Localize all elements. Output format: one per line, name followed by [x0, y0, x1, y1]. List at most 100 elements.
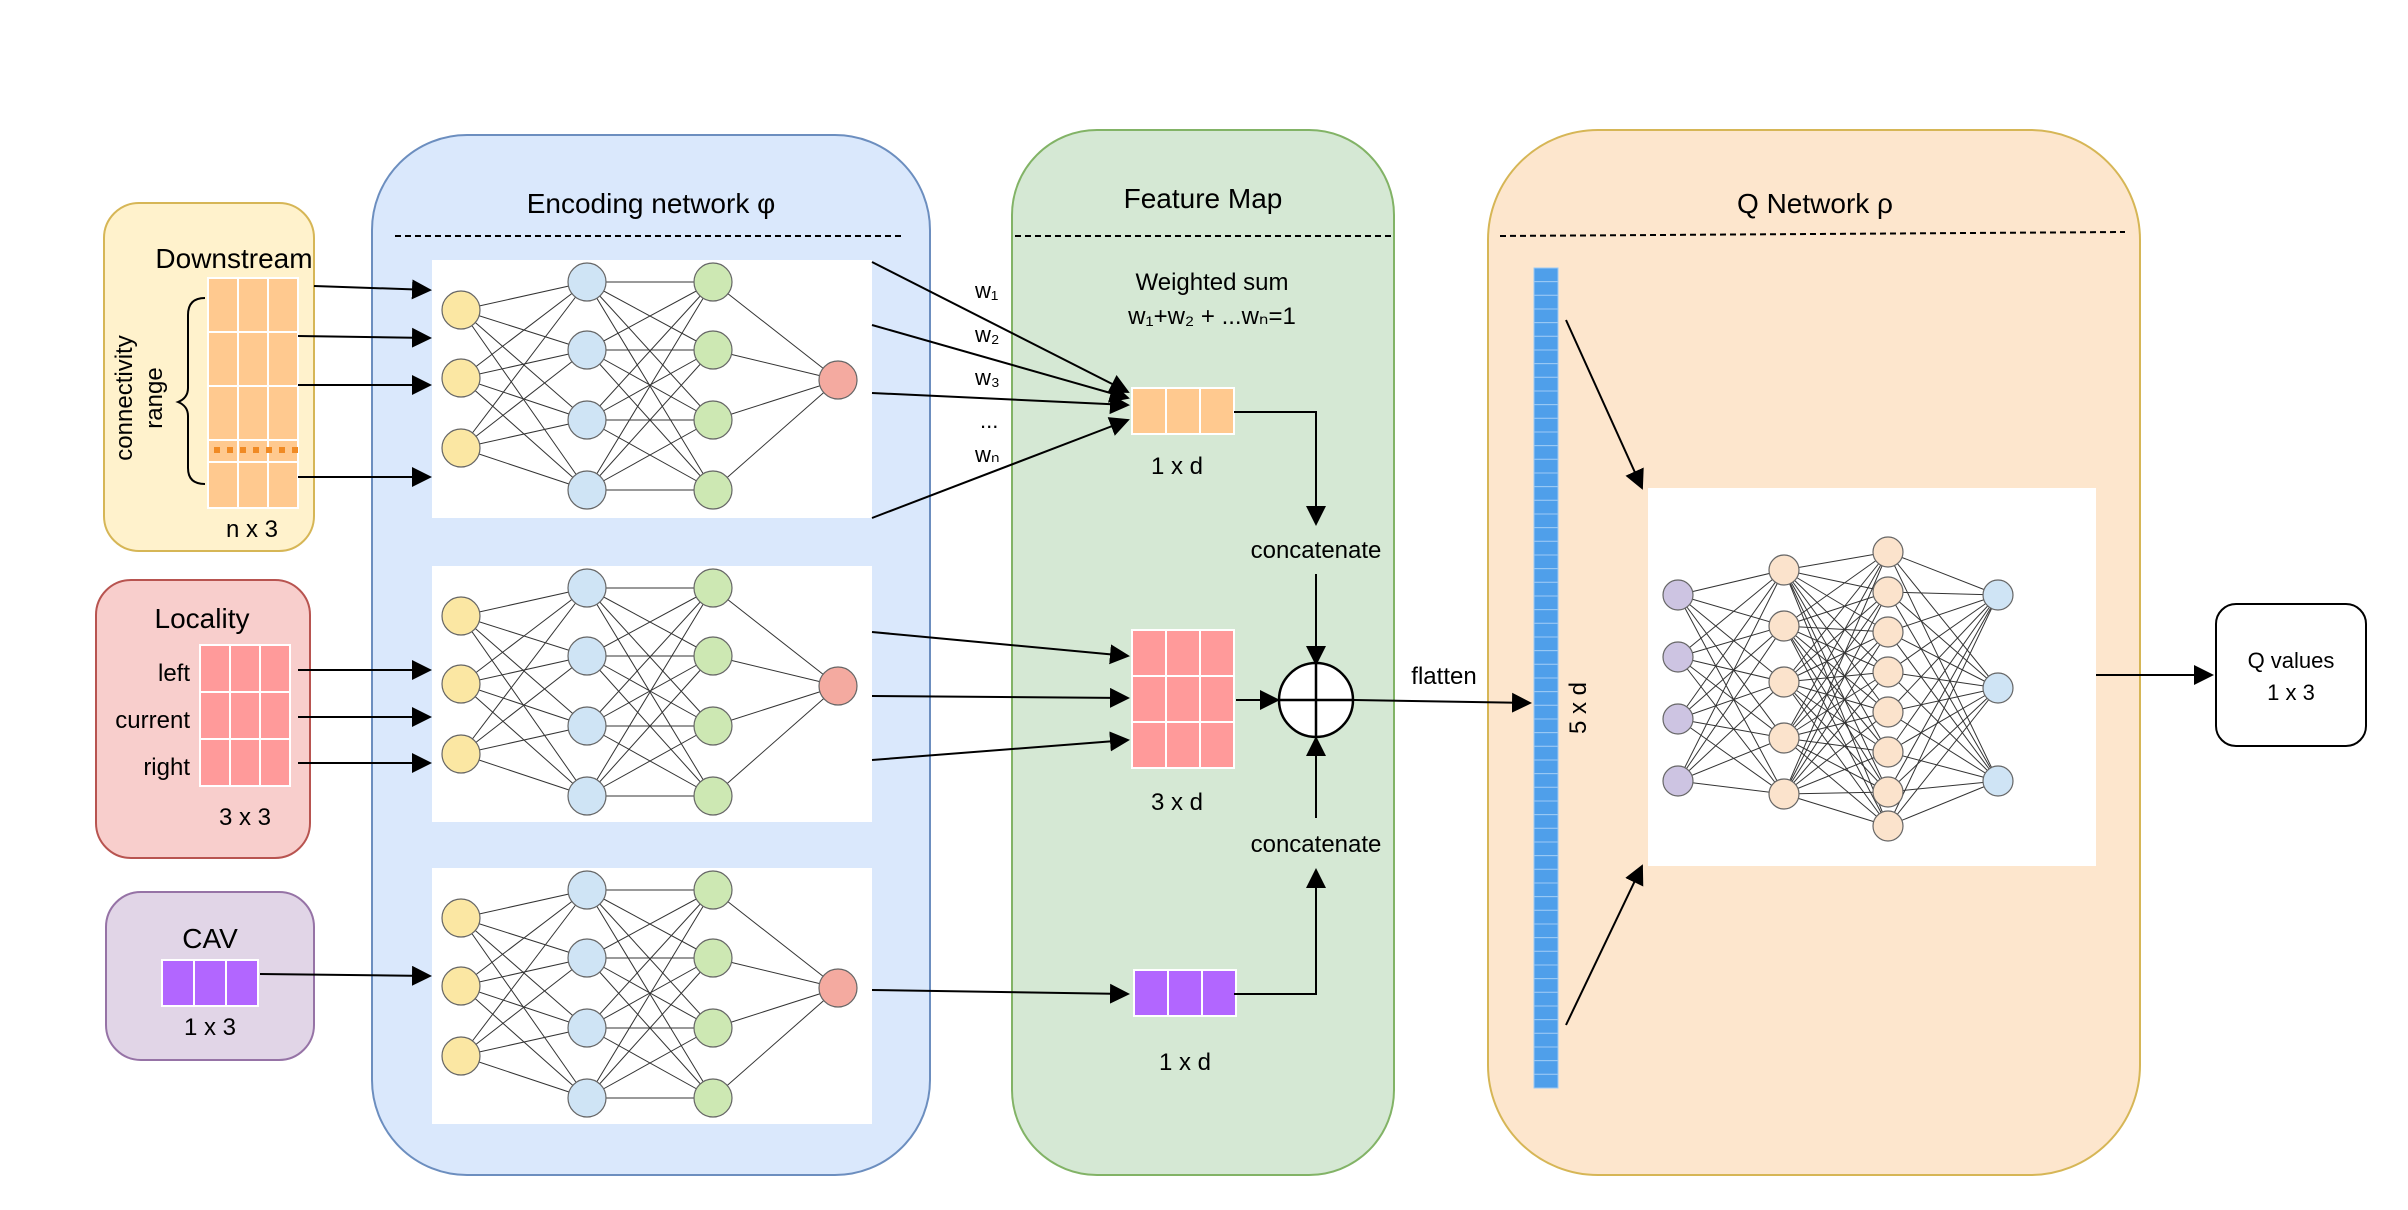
vector-segment [1533, 1019, 1559, 1034]
vector-segment [1533, 472, 1559, 488]
network-edge [460, 587, 588, 685]
network-node [1872, 696, 1904, 728]
network-edge [712, 281, 839, 381]
vector-segment [1533, 896, 1559, 911]
network-edge [460, 917, 588, 1099]
q-values-box [2215, 603, 2367, 747]
vector-segment [1533, 527, 1559, 542]
network-edge [712, 655, 839, 687]
vector-segment [1533, 704, 1559, 720]
network-node [1982, 579, 2014, 611]
network-edge [1677, 681, 1785, 720]
locality-title: Locality [155, 603, 250, 634]
network-edge [1783, 591, 1889, 683]
vector-segment [1533, 991, 1559, 1007]
network-node [441, 428, 481, 468]
vector-segment [1533, 650, 1559, 665]
weighted-sum-title: Weighted sum [1136, 269, 1289, 296]
vector-segment [1533, 909, 1559, 925]
network-edge [1887, 631, 1999, 689]
flatten-label: flatten [1411, 663, 1476, 690]
network-edge [1783, 737, 1889, 793]
concatenate-bottom-label: concatenate [1251, 831, 1382, 858]
network-edge [1783, 793, 1889, 827]
network-edge [1783, 681, 1889, 753]
downstream-cell [207, 277, 239, 333]
network-node [567, 1008, 607, 1048]
network-node [693, 568, 733, 608]
network-node [441, 664, 481, 704]
vector-segment [1533, 568, 1559, 583]
network-node [1662, 579, 1694, 611]
network-edge [1677, 625, 1785, 720]
network-edge [586, 889, 714, 1029]
network-node [441, 290, 481, 330]
network-edge [1887, 551, 1999, 596]
network-edge [1677, 656, 1785, 795]
q-network-title: Q Network ρ [1737, 188, 1893, 219]
network-node [693, 776, 733, 816]
vector-segment [1533, 868, 1559, 884]
network-edge [460, 655, 588, 755]
network-edge [460, 1055, 588, 1099]
network-edge [460, 1027, 588, 1057]
weighted-sum-formula: w₁+w₂ + ...wₙ=1 [1127, 303, 1296, 330]
vector-segment [1533, 964, 1559, 980]
network-edge [1887, 594, 1999, 827]
vector-segment [1533, 595, 1559, 611]
network-edge [1783, 751, 1889, 795]
network-edge [1783, 671, 1889, 739]
network-node [567, 400, 607, 440]
network-node [1872, 616, 1904, 648]
locality-size-label: 3 x 3 [219, 804, 271, 831]
network-edge [586, 889, 714, 1099]
network-edge [1677, 737, 1785, 782]
vector-segment [1533, 486, 1559, 501]
locality-cell [229, 691, 261, 740]
downstream-feature-size: 1 x d [1151, 453, 1203, 480]
locality-row-right: right [143, 754, 190, 781]
network-edge [1783, 625, 1889, 753]
downstream-cell [207, 331, 239, 387]
encoder-net-downstream-graph [441, 262, 858, 510]
network-edge [586, 349, 714, 421]
network-node [693, 470, 733, 510]
locality-cell [199, 691, 231, 740]
network-node [693, 400, 733, 440]
network-node [567, 706, 607, 746]
network-node [693, 262, 733, 302]
vector-segment [1533, 431, 1559, 447]
cav-cell-grid [161, 959, 259, 1007]
cav-cell [225, 959, 259, 1007]
vector-segment [1533, 267, 1559, 283]
network-node [567, 636, 607, 676]
network-edge [1887, 551, 1999, 782]
network-node [693, 938, 733, 978]
network-edge [712, 379, 839, 421]
network-edge [1887, 687, 1999, 793]
feature-map-title: Feature Map [1124, 183, 1283, 214]
network-edge [1783, 681, 1889, 793]
q-network-graph [1662, 536, 2014, 842]
network-node [1872, 656, 1904, 688]
locality-feature-cell [1131, 675, 1167, 723]
downstream-cell [267, 331, 299, 387]
network-node [1662, 641, 1694, 673]
network-edge [1887, 671, 1999, 782]
downstream-feature-cell [1131, 387, 1167, 435]
network-edge [1677, 656, 1785, 683]
vector-segment [1533, 923, 1559, 939]
locality-feature-cell [1131, 721, 1167, 769]
vector-segment [1533, 978, 1559, 993]
downstream-title: Downstream [155, 243, 312, 274]
vector-segment [1533, 841, 1559, 857]
network-edge [586, 587, 714, 797]
vector-segment [1533, 349, 1559, 365]
network-node [441, 1036, 481, 1076]
vector-segment [1533, 294, 1559, 310]
network-edge [1677, 594, 1785, 627]
vector-segment [1533, 759, 1559, 775]
network-edge [1783, 625, 1889, 713]
network-edge [1677, 625, 1785, 782]
